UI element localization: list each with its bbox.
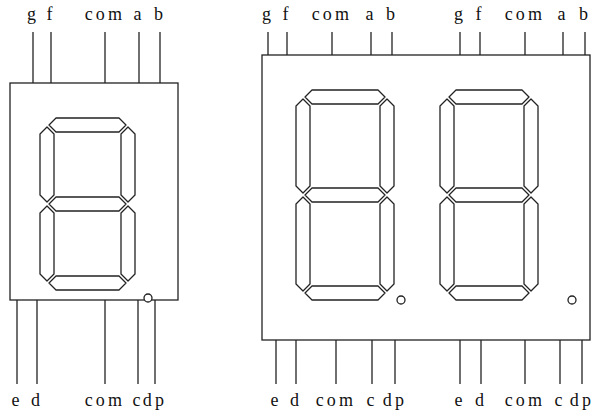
pin-label: c <box>554 390 565 410</box>
pin-label: c <box>132 390 143 410</box>
segment <box>449 90 529 104</box>
segment <box>524 99 538 193</box>
pin <box>32 32 33 83</box>
pin <box>562 32 563 55</box>
pin <box>331 32 332 55</box>
pin-label: b <box>386 4 398 24</box>
segment <box>440 99 454 193</box>
pin-label: c <box>366 390 377 410</box>
pin <box>36 300 37 384</box>
pin-label: d <box>475 390 487 410</box>
pin <box>559 340 560 384</box>
pin-label: dp <box>383 390 407 410</box>
pin <box>137 300 138 384</box>
segment <box>449 188 529 202</box>
pin <box>394 340 395 384</box>
pin-label: e <box>270 390 281 410</box>
segment <box>49 276 126 290</box>
pin-label: g <box>262 4 274 24</box>
pin-label: com <box>312 4 353 24</box>
segment <box>524 197 538 291</box>
pin <box>159 32 160 83</box>
pin-label: com <box>85 390 126 410</box>
segment <box>305 188 385 202</box>
pin <box>267 32 268 55</box>
pin <box>370 32 371 55</box>
pin <box>104 32 105 83</box>
segment <box>121 127 135 202</box>
segment <box>49 118 126 132</box>
segment <box>296 99 310 193</box>
pin <box>581 340 582 384</box>
segment <box>40 206 54 281</box>
pin <box>50 32 51 83</box>
segment <box>40 127 54 202</box>
pin <box>154 300 155 384</box>
pin-label: com <box>316 390 357 410</box>
pin <box>459 32 460 55</box>
pin <box>335 340 336 384</box>
pin <box>295 340 296 384</box>
dual-display-housing <box>262 55 590 340</box>
pin-label: f <box>282 4 291 24</box>
segment <box>296 197 310 291</box>
pin-label: b <box>579 4 591 24</box>
decimal-point <box>144 294 152 302</box>
decimal-point <box>568 296 576 304</box>
pin-label: a <box>365 4 376 24</box>
pin <box>275 340 276 384</box>
pin <box>138 32 139 83</box>
pin-label: a <box>133 4 144 24</box>
segment <box>440 197 454 291</box>
pin <box>16 300 17 384</box>
pin-label: e <box>454 390 465 410</box>
pin-label: f <box>475 4 484 24</box>
pin-label: g <box>454 4 466 24</box>
pin <box>391 32 392 55</box>
pin-label: d <box>290 390 302 410</box>
segment <box>121 206 135 281</box>
decimal-point <box>397 296 405 304</box>
pin <box>479 32 480 55</box>
pin <box>584 32 585 55</box>
pin-label: com <box>85 4 126 24</box>
pin-label: dp <box>143 390 167 410</box>
pin <box>104 300 105 384</box>
pin <box>524 340 525 384</box>
pin-label: g <box>27 4 39 24</box>
pin <box>286 32 287 55</box>
segments <box>40 90 538 300</box>
pin-label: e <box>11 390 22 410</box>
pin-label: f <box>46 4 55 24</box>
segment <box>49 197 126 211</box>
segment <box>380 197 394 291</box>
pin-label: com <box>505 390 546 410</box>
pin-label: d <box>31 390 43 410</box>
segment <box>305 286 385 300</box>
single-display-housing <box>10 83 178 300</box>
segment <box>305 90 385 104</box>
pin-label: a <box>557 4 568 24</box>
pin <box>459 340 460 384</box>
pin-label: dp <box>570 390 594 410</box>
pin-label: b <box>154 4 166 24</box>
pin <box>480 340 481 384</box>
pin-label: com <box>505 4 546 24</box>
segment <box>449 286 529 300</box>
segment <box>380 99 394 193</box>
pins <box>17 32 585 384</box>
pin <box>524 32 525 55</box>
pin <box>371 340 372 384</box>
